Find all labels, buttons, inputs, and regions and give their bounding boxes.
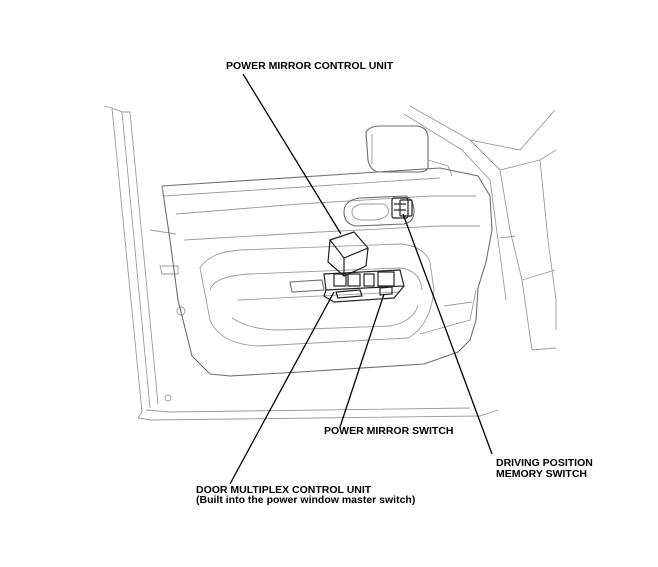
label-door-multiplex-line1: DOOR MULTIPLEX CONTROL UNIT <box>196 484 372 496</box>
label-door-multiplex-line2: (Built into the power window master swit… <box>196 494 415 506</box>
power-window-master-switch-shape <box>289 269 405 303</box>
leader-driving-position-memory-switch <box>402 213 493 455</box>
car-body-outline <box>103 105 557 421</box>
leader-power-mirror-control-unit <box>242 73 342 235</box>
door-handle-area <box>343 195 415 227</box>
label-driving-position-line2: MEMORY SWITCH <box>496 468 587 480</box>
label-driving-position-line1: DRIVING POSITION <box>496 457 593 469</box>
leader-door-multiplex-control-unit <box>229 291 335 485</box>
leader-power-mirror-switch <box>339 293 385 428</box>
door-panel <box>161 167 493 377</box>
label-power-mirror-switch: POWER MIRROR SWITCH <box>324 425 454 437</box>
label-power-mirror-control-unit: POWER MIRROR CONTROL UNIT <box>226 60 394 72</box>
leader-lines <box>229 73 493 485</box>
driving-position-memory-switch-shape <box>391 197 413 219</box>
side-mirror <box>365 125 453 177</box>
